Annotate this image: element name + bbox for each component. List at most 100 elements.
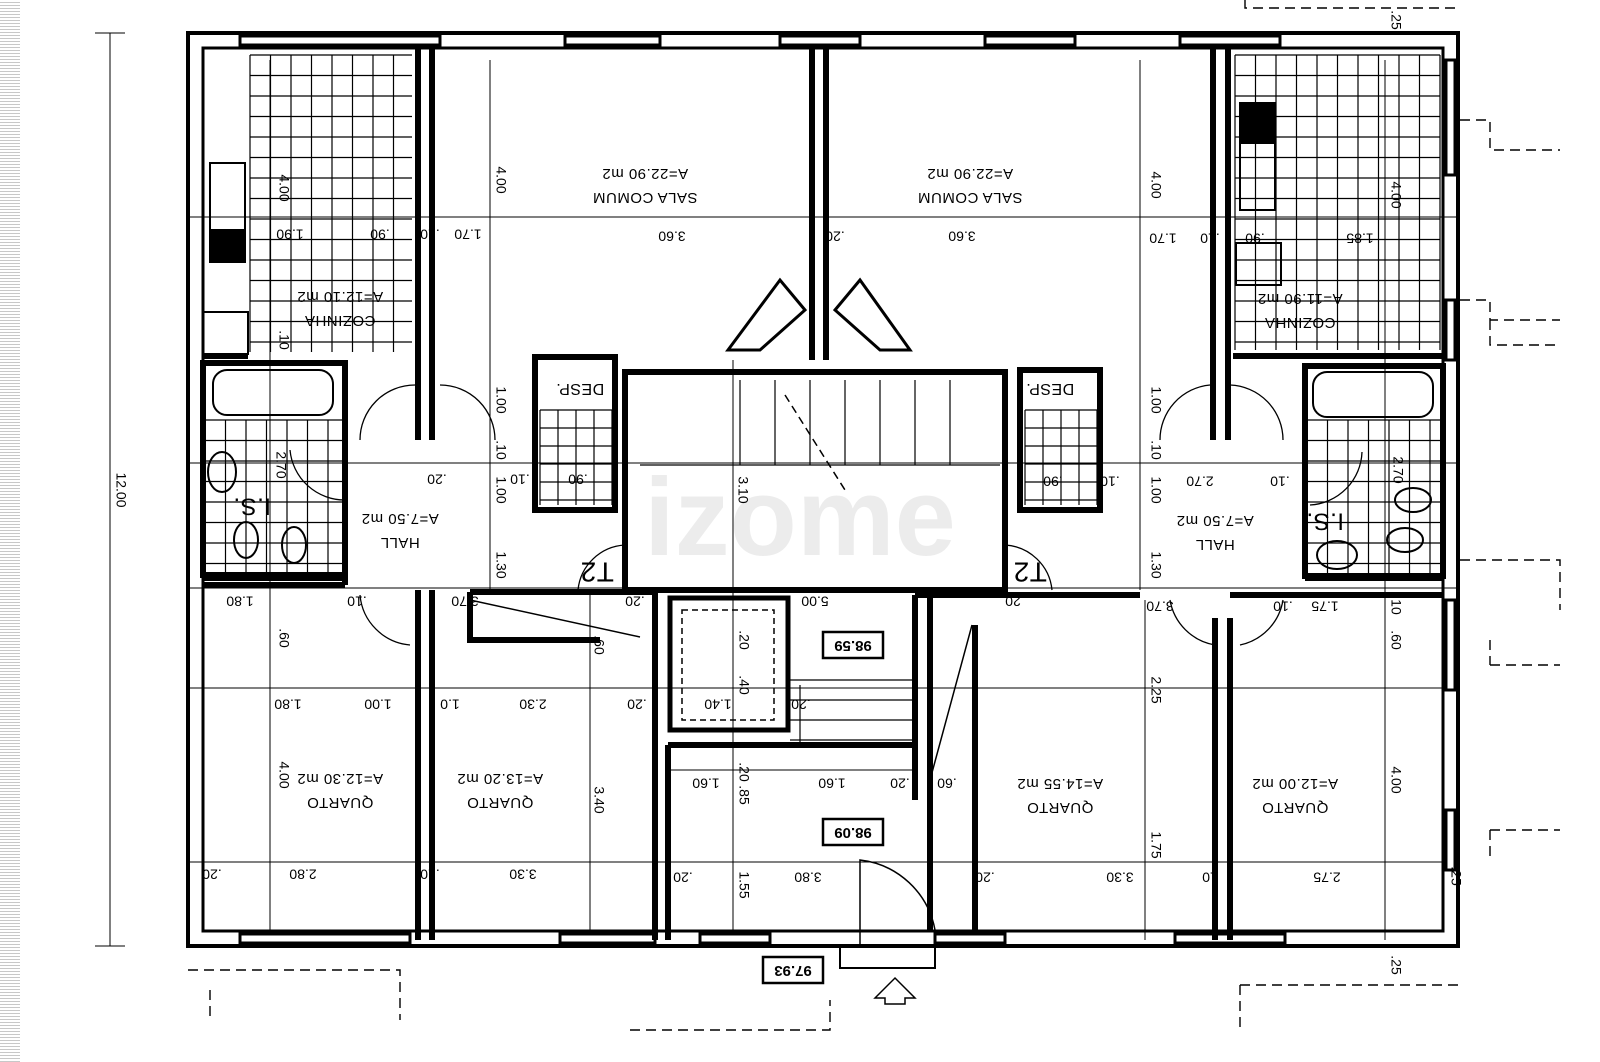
dimension-label: 10 — [1202, 869, 1218, 885]
room-area: A=7.50 m2 — [361, 510, 438, 527]
dimension-label: .10 — [1273, 598, 1293, 614]
dimension-label: .10 — [510, 471, 530, 487]
level-marker: 98.09 — [834, 824, 872, 841]
level-marker-box — [821, 630, 885, 660]
dimension-label: 1.60 — [818, 775, 845, 791]
dimension-label: .20 — [627, 696, 647, 712]
room-name: QUARTO — [467, 794, 534, 811]
dimension-label: .60 — [591, 635, 607, 655]
dimension-label: .10 — [1388, 595, 1404, 615]
scan-edge-strip — [0, 0, 20, 1062]
dimension-label: .10 — [1270, 473, 1290, 489]
room-name: SALA COMUM — [917, 189, 1022, 206]
room-name: HALL — [1195, 536, 1235, 553]
dimension-label: 1.30 — [1148, 551, 1164, 578]
dimension-label: .20 — [202, 866, 222, 882]
level-marker: 98.59 — [834, 637, 872, 654]
dimension-label: 2.80 — [289, 866, 316, 882]
room-name: QUARTO — [1262, 799, 1329, 816]
dimension-label: 3.40 — [591, 786, 607, 813]
dimension-label: 4.00 — [1388, 766, 1404, 793]
dimension-label: .25 — [1388, 955, 1404, 975]
dimension-lines — [95, 32, 1458, 947]
dimension-label: .20 — [791, 696, 811, 712]
dimension-label: 1.00 — [1148, 476, 1164, 503]
dimension-label: 3.30 — [1106, 869, 1133, 885]
dimension-label: 1.00 — [1148, 386, 1164, 413]
dimension-label: .10 — [1148, 440, 1164, 460]
dimension-label: .90 — [370, 226, 390, 242]
dimension-label: 2.70 — [273, 451, 289, 478]
dimension-label: .10 — [276, 330, 292, 350]
dimension-label: 1.0 — [440, 696, 460, 712]
dimension-label: 1.00 — [493, 386, 509, 413]
dimension-label: 1.00 — [364, 696, 391, 712]
dimension-label: 1.60 — [692, 775, 719, 791]
room-area: A=7.50 m2 — [1176, 512, 1253, 529]
dimension-label: 2.75 — [1313, 869, 1340, 885]
dimension-label: .40 — [736, 675, 752, 695]
dimension-label: .90 — [1043, 473, 1063, 489]
dimension-label: .10 — [347, 593, 367, 609]
dimension-label: 4.00 — [276, 761, 292, 788]
dimension-label: .20 — [975, 869, 995, 885]
room-name: COZINHA — [1265, 314, 1336, 331]
room-area: A=12.30 m2 — [297, 770, 383, 787]
dimension-label: 5.00 — [801, 593, 828, 609]
dimension-label: 1.40 — [704, 696, 731, 712]
dimension-label: .25 — [1448, 866, 1464, 886]
room-area: A=14.55 m2 — [1017, 775, 1103, 792]
dimension-label: .10 — [1200, 230, 1220, 246]
dimension-label: .90 — [568, 471, 588, 487]
dimension-label: 3.70 — [451, 593, 478, 609]
dimension-label: .20 — [736, 630, 752, 650]
dimension-label: 3.60 — [658, 228, 685, 244]
dimension-label: .20 — [625, 593, 645, 609]
dimension-label: .20 — [427, 471, 447, 487]
room-name: HALL — [380, 534, 420, 551]
dimension-label: 1.70 — [1149, 230, 1176, 246]
walls — [186, 31, 1460, 1005]
room-name: QUARTO — [1027, 799, 1094, 816]
room-area: A=11.90 m2 — [1257, 290, 1342, 307]
dimension-label: 4.00 — [1388, 181, 1404, 208]
dimension-label: 3.70 — [1146, 598, 1173, 614]
dimension-label: 2.30 — [519, 696, 546, 712]
dimension-label: .20 — [825, 228, 845, 244]
watermark-logo: izome — [644, 456, 956, 579]
room-tag: DESP. — [556, 380, 604, 397]
dimension-label: 4.00 — [1148, 171, 1164, 198]
dimension-label: 1.75 — [1311, 598, 1338, 614]
dimension-label: .10 — [420, 226, 440, 242]
room-tag: T2 — [580, 557, 614, 588]
dimension-label: 4.00 — [276, 174, 292, 201]
dimension-label: 2.70 — [1390, 456, 1406, 483]
dimension-label: 1.80 — [274, 696, 301, 712]
dimension-label: 3.80 — [794, 869, 821, 885]
dimension-label: .10 — [1100, 473, 1120, 489]
dimension-label: .90 — [1245, 230, 1265, 246]
room-name: COZINHA — [305, 312, 376, 329]
room-area: A=12.10 m2 — [297, 288, 383, 305]
dimension-label: .10 — [493, 440, 509, 460]
dimension-label: .20 — [1005, 593, 1025, 609]
room-area: A=22.90 m2 — [602, 165, 688, 182]
room-area: A=22.90 m2 — [927, 165, 1013, 182]
dimension-label: .20 — [736, 762, 752, 782]
room-tag: T2 — [1013, 557, 1047, 588]
dimension-label: 1.55 — [736, 871, 752, 898]
dimension-label: .10 — [420, 866, 440, 882]
dimension-label: 3.10 — [735, 476, 751, 503]
dimension-label: 3.60 — [948, 228, 975, 244]
level-marker: 97.93 — [774, 962, 812, 979]
overall-dimension: 12.00 — [113, 472, 129, 507]
dimension-label: 2.25 — [1148, 676, 1164, 703]
dimension-label: 3.30 — [509, 866, 536, 882]
level-marker-box — [821, 817, 885, 847]
dimension-label: 1.80 — [226, 593, 253, 609]
room-tag: I.S. — [1306, 508, 1344, 535]
room-area: A=12.00 m2 — [1252, 775, 1338, 792]
dimension-label: 2.70 — [1186, 473, 1213, 489]
dimension-label: 1.75 — [1148, 831, 1164, 858]
